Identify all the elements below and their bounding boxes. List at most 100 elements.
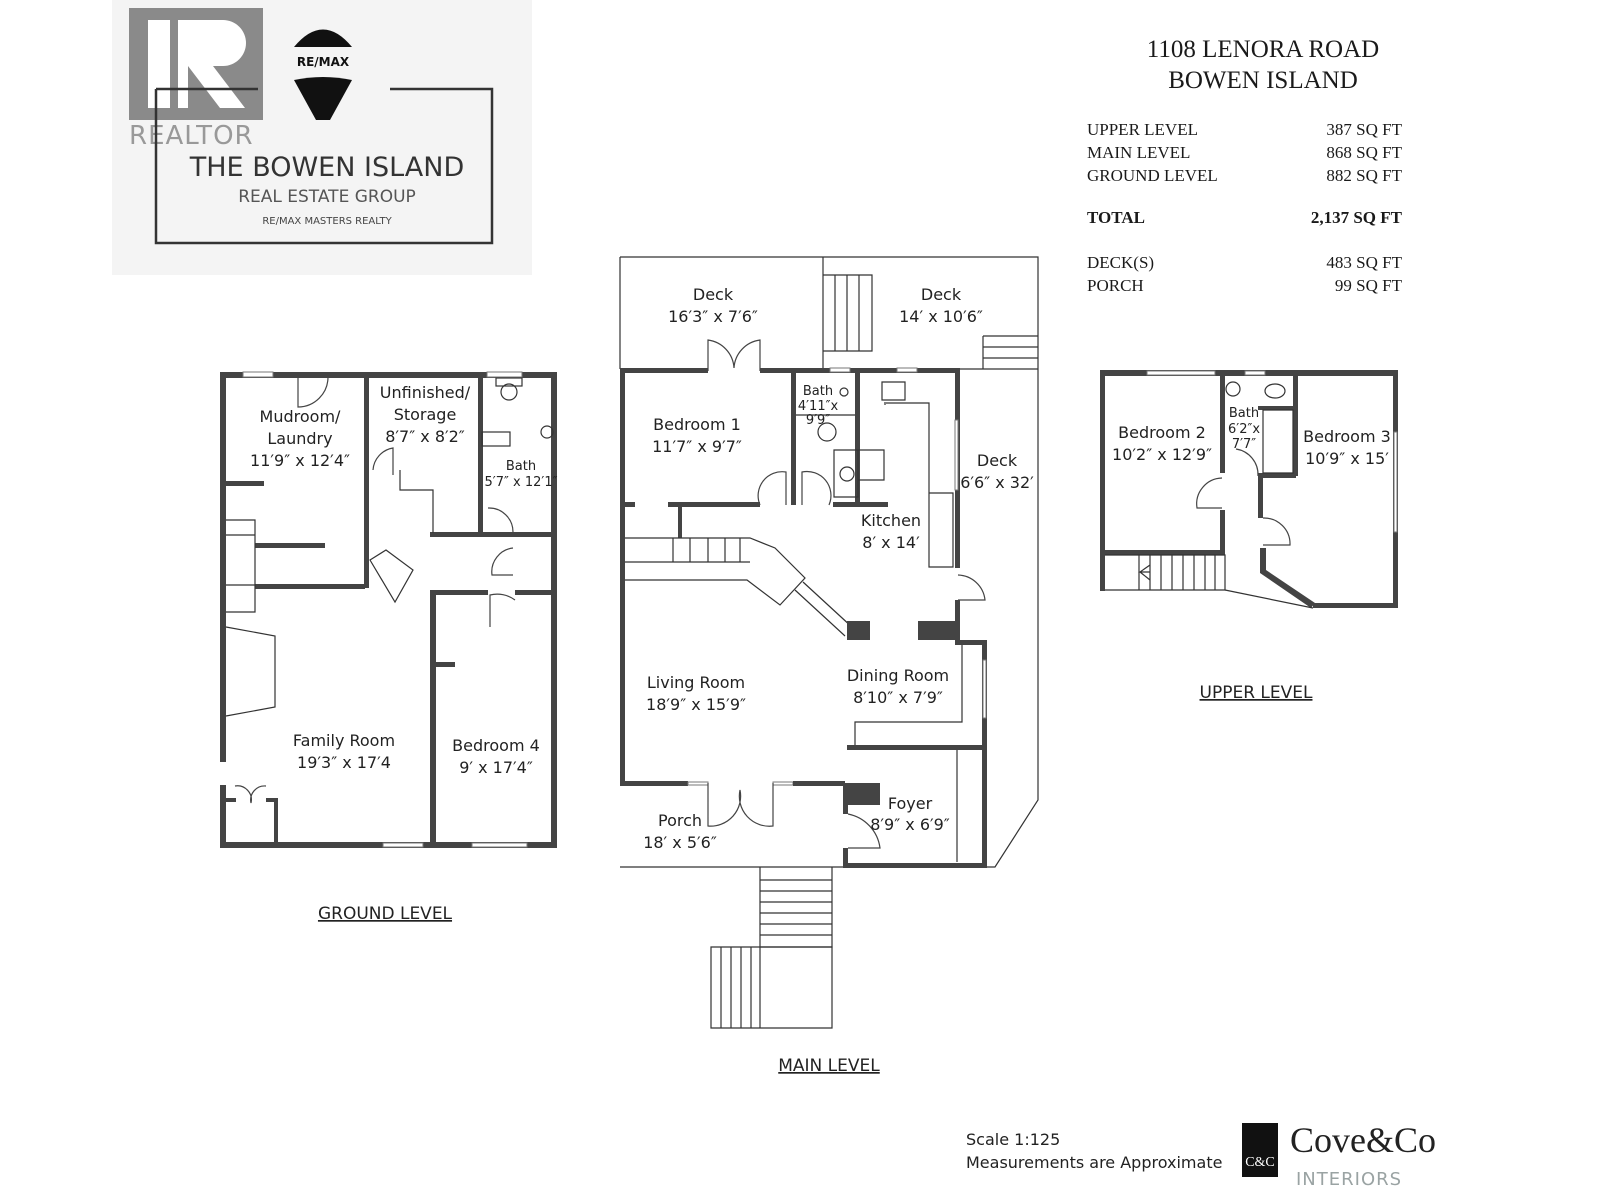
window [687,781,709,786]
wall [220,372,226,762]
logo-frame [154,87,494,245]
plan-line [884,402,954,568]
upper-level-title: UPPER LEVEL [1200,683,1313,703]
address-line1: 1108 LENORA ROAD [1147,36,1379,63]
door-swing [489,593,516,627]
plan-line [294,29,352,47]
door-swing [757,471,787,506]
area-value: 483 SQ FT [1326,253,1402,272]
brokerage-name: RE/MAX MASTERS REALTY [262,216,392,227]
wall [224,481,264,486]
area-summary: UPPER LEVEL 387 SQ FT MAIN LEVEL 868 SQ … [1087,120,1403,295]
wall [620,502,635,507]
room-name: Foyer [888,794,933,813]
room-name: Bedroom 4 [452,736,540,755]
wall [266,798,278,845]
wall [760,368,960,373]
window [382,842,424,848]
door-swing [1196,477,1223,509]
group-name: THE BOWEN ISLAND [189,152,465,183]
room-name: Mudroom/ [260,407,341,426]
wall [430,590,436,846]
room-name: Dining Room [847,666,949,685]
wall [791,372,796,505]
ground-level-plan: Mudroom/ Laundry 11′9″ x 12′4″ Unfinishe… [220,371,558,924]
room-name: Bedroom 2 [1118,423,1206,442]
wall [551,372,557,848]
wall [1258,473,1296,478]
plan-line: INTERIORS [1296,1169,1402,1190]
wall [1100,370,1105,591]
plan-line [495,377,523,387]
wall [955,640,987,645]
plan-line [178,20,246,108]
door-swing [491,547,514,576]
room-name: Bath [506,459,536,474]
wall [1220,373,1225,473]
window [486,371,523,378]
room-size: 11′9″ x 12′4″ [250,451,350,470]
area-label: DECK(S) [1087,253,1154,272]
door-swing [297,376,329,408]
wall [1220,510,1225,555]
plan-line [1262,409,1294,474]
window [982,659,987,719]
room-name: Porch [658,811,702,830]
wall [430,532,555,537]
wall [845,863,987,868]
wall [668,502,760,507]
wall [678,505,682,538]
plan-line [854,645,963,747]
plan-line [1264,383,1286,399]
door-swing [707,339,761,371]
plan-line [1224,589,1314,609]
room-size: 6′2″x [1228,422,1260,437]
door-swing [1235,448,1259,477]
room-name: Deck [693,285,734,304]
plan-line [481,431,511,447]
wall [793,781,845,786]
plan-line [823,274,873,352]
room-name: Storage [394,405,457,424]
plan-line [1242,1123,1278,1177]
wall [918,621,955,640]
upper-level-plan: Bedroom 2 10′2″ x 12′9″ Bath 6′2″x 7′7″ … [1100,370,1398,703]
plan-line [294,77,352,120]
plan-line [226,519,256,613]
cove-co-logo: C&C Cove&Co INTERIORS [1242,1120,1436,1190]
plan-line [619,257,1038,370]
wall [364,376,369,588]
plan-line [1225,381,1241,397]
wall [847,745,987,750]
plan-line [839,387,849,397]
main-level-plan: Deck 16′3″ x 7′6″ Deck 14′ x 10′6″ Bath … [619,256,1039,1076]
plan-line [1138,564,1151,581]
wall [430,590,488,595]
room-size: 6′6″ x 32′ [960,473,1034,492]
wall [1260,548,1315,608]
room-size: 8′ x 14′ [862,533,920,552]
door-swing [372,447,394,475]
room-name: Family Room [293,731,395,750]
wall [955,600,960,642]
room-size: 8′10″ x 7′9″ [853,688,943,707]
wall [255,584,365,589]
window [1146,370,1216,376]
plan-line [399,470,434,533]
wall [220,798,236,848]
room-size: 9′9″ [806,413,830,428]
area-label: PORCH [1087,276,1144,295]
wall [847,621,870,640]
agency-logo: REALTOR RE/MAX THE BOWEN ISLAND REAL EST… [112,0,532,275]
plan-line [540,425,554,439]
room-name: Living Room [647,673,745,692]
area-value: 387 SQ FT [1326,120,1402,139]
room-name: Bedroom 3 [1303,427,1391,446]
window [1393,431,1398,533]
room-name: Kitchen [861,511,921,530]
wall [1103,550,1225,555]
window [471,842,528,848]
realtor-wordmark: REALTOR [129,121,254,151]
room-name: Unfinished/ [380,383,471,402]
